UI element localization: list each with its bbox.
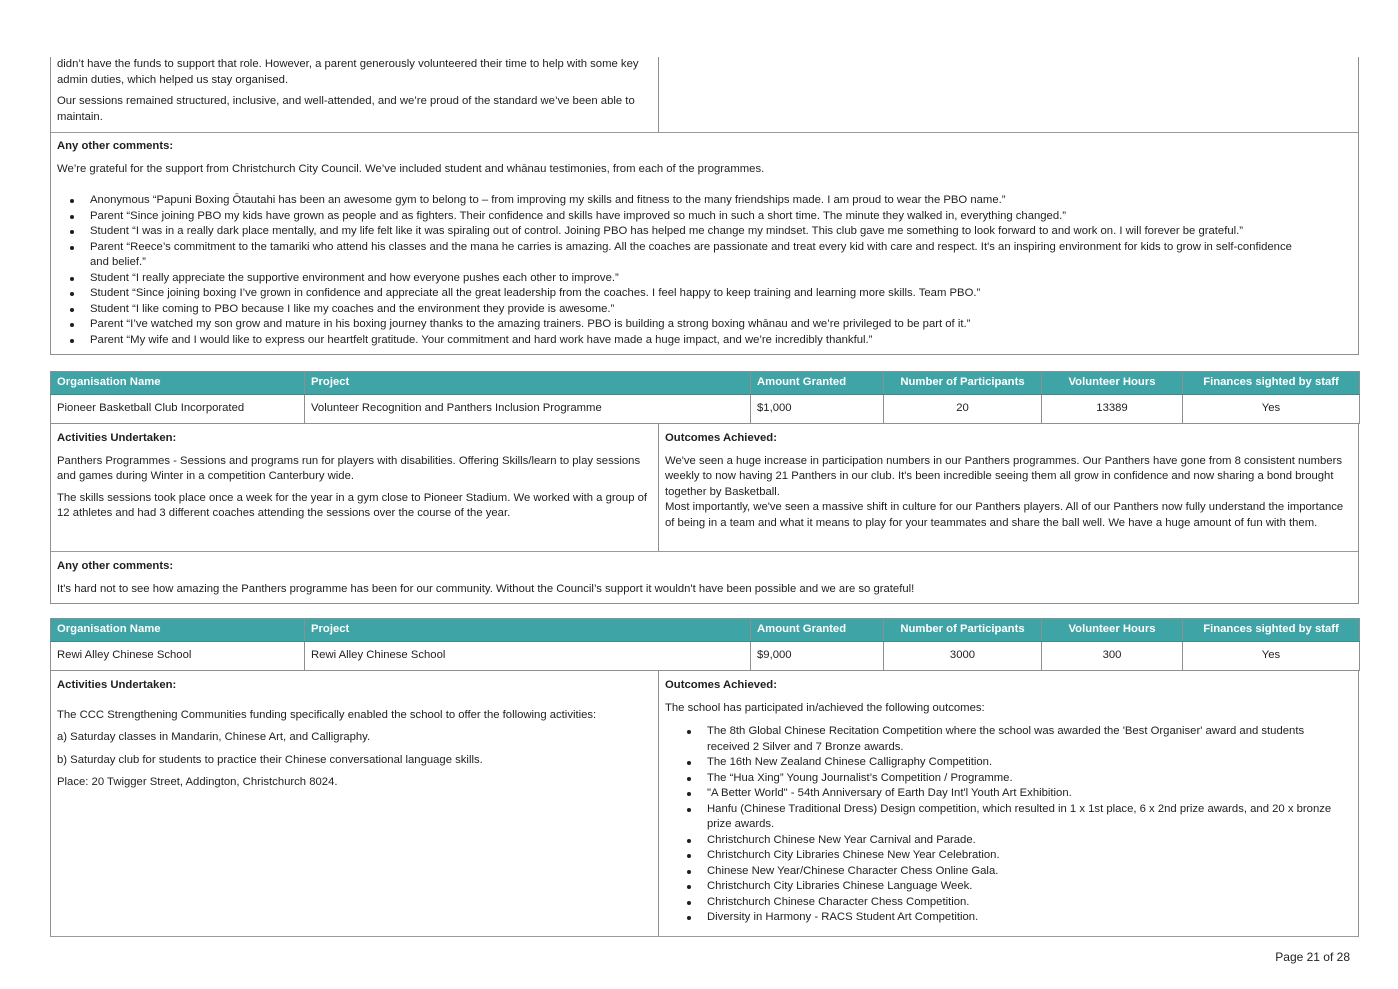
- testimony-item: Parent “I’ve watched my son grow and mat…: [70, 317, 1302, 333]
- activities-cell: Activities Undertaken: Panthers Programm…: [51, 424, 659, 551]
- outcomes-para: We've seen a huge increase in participat…: [665, 454, 1342, 498]
- prev-outcomes-cell: [659, 57, 1358, 132]
- project-name: Rewi Alley Chinese School: [304, 641, 751, 671]
- grant-data-row: Rewi Alley Chinese School Rewi Alley Chi…: [50, 641, 1360, 671]
- prev-section-block: didn’t have the funds to support that ro…: [50, 57, 1359, 355]
- outcome-item: Christchurch City Libraries Chinese Lang…: [687, 879, 1342, 895]
- outcomes-cell: Outcomes Achieved: We've seen a huge inc…: [659, 424, 1358, 551]
- amount-granted: $9,000: [750, 641, 884, 671]
- activities-cell: Activities Undertaken: The CCC Strengthe…: [51, 671, 659, 936]
- header-participants: Number of Participants: [883, 371, 1042, 395]
- testimony-item: Parent “My wife and I would like to expr…: [70, 333, 1302, 349]
- outcome-item: Christchurch Chinese Character Chess Com…: [687, 895, 1342, 911]
- outcome-item: The “Hua Xing” Young Journalist’s Compet…: [687, 771, 1342, 787]
- grant-data-row: Pioneer Basketball Club Incorporated Vol…: [50, 394, 1360, 424]
- prev-activities-para: Our sessions remained structured, inclus…: [57, 95, 635, 123]
- finances-sighted: Yes: [1182, 394, 1360, 424]
- outcomes-label: Outcomes Achieved:: [665, 679, 777, 691]
- outcomes-para: Most importantly, we've seen a massive s…: [665, 501, 1344, 529]
- testimony-item: Parent “Reece’s commitment to the tamari…: [70, 240, 1302, 271]
- comments-cell: Any other comments: It's hard not to see…: [51, 551, 1358, 603]
- prev-activities-cell: didn’t have the funds to support that ro…: [51, 57, 659, 132]
- participants-count: 3000: [883, 641, 1042, 671]
- header-finances: Finances sighted by staff: [1182, 371, 1360, 395]
- activities-para: The skills sessions took place once a we…: [57, 491, 648, 520]
- grant-table: Organisation Name Project Amount Granted…: [50, 371, 1360, 424]
- activities-para: Place: 20 Twigger Street, Addington, Chr…: [57, 776, 338, 788]
- prev-activities-row: didn’t have the funds to support that ro…: [51, 57, 1358, 132]
- outcome-item: The 16th New Zealand Chinese Calligraphy…: [687, 755, 1342, 771]
- grant-details: Activities Undertaken: Panthers Programm…: [50, 424, 1359, 604]
- participants-count: 20: [883, 394, 1042, 424]
- outcomes-cell: Outcomes Achieved: The school has partic…: [659, 671, 1358, 936]
- testimony-item: Parent “Since joining PBO my kids have g…: [70, 209, 1302, 225]
- header-finances: Finances sighted by staff: [1182, 618, 1360, 642]
- outcome-item: Diversity in Harmony - RACS Student Art …: [687, 910, 1342, 926]
- volunteer-hours: 13389: [1041, 394, 1183, 424]
- header-amount: Amount Granted: [750, 371, 884, 395]
- outcome-item: Hanfu (Chinese Traditional Dress) Design…: [687, 802, 1342, 833]
- activities-para: a) Saturday classes in Mandarin, Chinese…: [57, 731, 371, 743]
- comments-label: Any other comments:: [57, 560, 174, 572]
- finances-sighted: Yes: [1182, 641, 1360, 671]
- comments-intro: We’re grateful for the support from Chri…: [57, 162, 765, 175]
- testimony-item: Student “I really appreciate the support…: [70, 271, 1302, 287]
- outcomes-label: Outcomes Achieved:: [665, 432, 777, 444]
- project-name: Volunteer Recognition and Panthers Inclu…: [304, 394, 751, 424]
- amount-granted: $1,000: [750, 394, 884, 424]
- outcomes-intro: The school has participated in/achieved …: [665, 701, 985, 714]
- header-volunteer-hours: Volunteer Hours: [1041, 618, 1183, 642]
- activities-para: b) Saturday club for students to practic…: [57, 753, 483, 766]
- testimony-item: Student “I like coming to PBO because I …: [70, 302, 1302, 318]
- volunteer-hours: 300: [1041, 641, 1183, 671]
- outcome-item: "A Better World" - 54th Anniversary of E…: [687, 786, 1342, 802]
- header-project: Project: [304, 371, 751, 395]
- activities-label: Activities Undertaken:: [57, 679, 177, 691]
- header-project: Project: [304, 618, 751, 642]
- outcome-item: The 8th Global Chinese Recitation Compet…: [687, 724, 1342, 755]
- organisation-name: Rewi Alley Chinese School: [50, 641, 305, 671]
- grant-header-row: Organisation Name Project Amount Granted…: [50, 371, 1360, 395]
- comments-label: Any other comments:: [57, 140, 174, 152]
- grant-pioneer: Organisation Name Project Amount Granted…: [50, 371, 1360, 604]
- testimony-item: Student “Since joining boxing I’ve grown…: [70, 286, 1302, 302]
- details-row: Activities Undertaken: The CCC Strengthe…: [51, 671, 1358, 936]
- testimony-item: Anonymous “Papuni Boxing Ōtautahi has be…: [70, 193, 1302, 209]
- page-number: Page 21 of 28: [1275, 950, 1350, 964]
- header-organisation: Organisation Name: [50, 618, 305, 642]
- activities-label: Activities Undertaken:: [57, 432, 177, 444]
- header-organisation: Organisation Name: [50, 371, 305, 395]
- prev-activities-para: didn’t have the funds to support that ro…: [57, 58, 639, 86]
- details-row: Activities Undertaken: Panthers Programm…: [51, 424, 1358, 551]
- header-amount: Amount Granted: [750, 618, 884, 642]
- grant-table: Organisation Name Project Amount Granted…: [50, 618, 1360, 671]
- prev-comments-cell: Any other comments: We’re grateful for t…: [51, 132, 1358, 354]
- testimonies-list: Anonymous “Papuni Boxing Ōtautahi has be…: [57, 193, 1352, 348]
- header-participants: Number of Participants: [883, 618, 1042, 642]
- outcome-item: Christchurch Chinese New Year Carnival a…: [687, 833, 1342, 849]
- grant-header-row: Organisation Name Project Amount Granted…: [50, 618, 1360, 642]
- outcome-item: Chinese New Year/Chinese Character Chess…: [687, 864, 1342, 880]
- outcome-item: Christchurch City Libraries Chinese New …: [687, 848, 1342, 864]
- comments-text: It's hard not to see how amazing the Pan…: [57, 582, 915, 595]
- activities-para: The CCC Strengthening Communities fundin…: [57, 708, 597, 721]
- grant-details: Activities Undertaken: The CCC Strengthe…: [50, 671, 1359, 937]
- activities-para: Panthers Programmes - Sessions and progr…: [57, 454, 641, 483]
- grant-rewi-alley: Organisation Name Project Amount Granted…: [50, 618, 1360, 937]
- testimony-item: Student “I was in a really dark place me…: [70, 224, 1302, 240]
- header-volunteer-hours: Volunteer Hours: [1041, 371, 1183, 395]
- outcomes-list: The 8th Global Chinese Recitation Compet…: [665, 724, 1352, 926]
- organisation-name: Pioneer Basketball Club Incorporated: [50, 394, 305, 424]
